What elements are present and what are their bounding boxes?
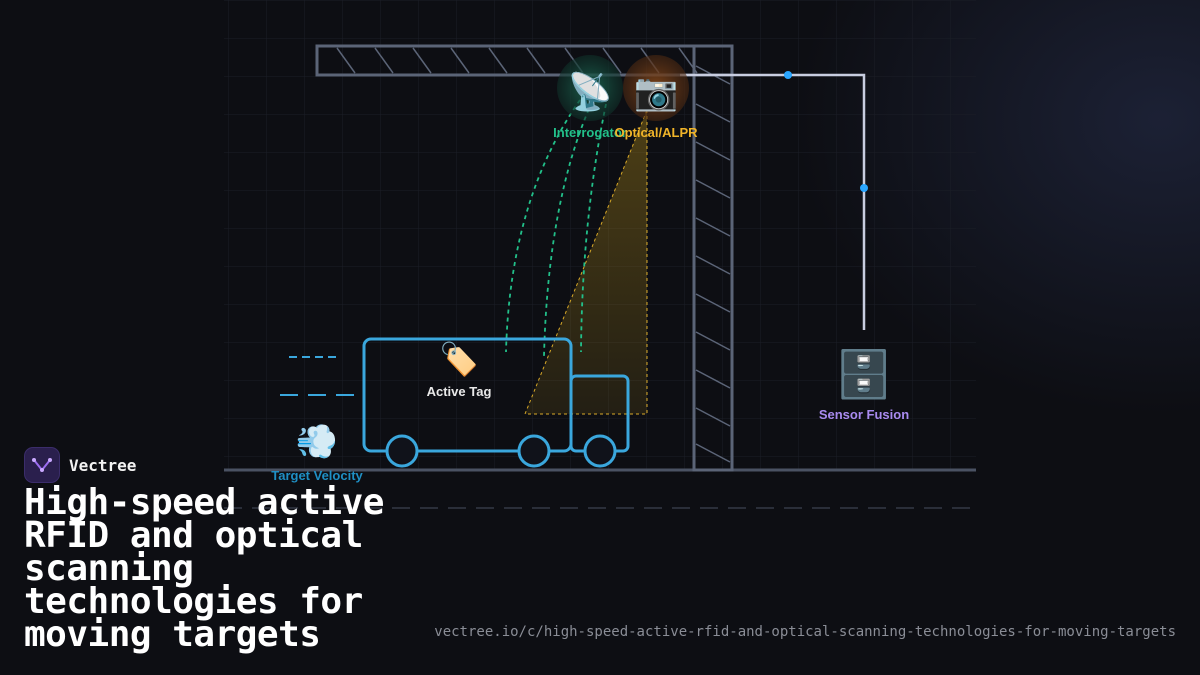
interrogator-label: Interrogator	[553, 125, 627, 140]
page-url: vectree.io/c/high-speed-active-rfid-and-…	[434, 624, 1176, 640]
page-title: High-speed active RFID and optical scann…	[24, 482, 384, 655]
brand-name: Vectree	[69, 455, 137, 475]
brand-logo-icon	[24, 447, 60, 483]
data-packet-node	[860, 184, 868, 192]
vehicle-wheel	[583, 434, 617, 468]
file-cabinet-icon: 🗄️	[835, 347, 892, 401]
optical-badge	[623, 55, 689, 121]
camera-icon: 📷	[634, 72, 679, 113]
brand: Vectree	[24, 447, 136, 483]
rf-waves	[505, 99, 607, 357]
satellite-dish-icon: 📡	[568, 69, 613, 113]
active-tag-label: Active Tag	[427, 384, 492, 399]
vehicle-wheel	[385, 434, 419, 468]
interrogator-badge	[557, 55, 623, 121]
sensor-fusion-label: Sensor Fusion	[819, 407, 909, 422]
vehicle	[362, 337, 630, 468]
wind-icon: 💨	[296, 422, 338, 462]
optical-label: Optical/ALPR	[614, 125, 698, 140]
vehicle-wheel	[517, 434, 551, 468]
data-packet-node	[784, 71, 792, 79]
target-velocity-label: Target Velocity	[271, 468, 363, 483]
speed-lines	[280, 356, 356, 396]
tag-icon: 🏷️	[439, 340, 479, 378]
data-link-line	[680, 73, 866, 330]
